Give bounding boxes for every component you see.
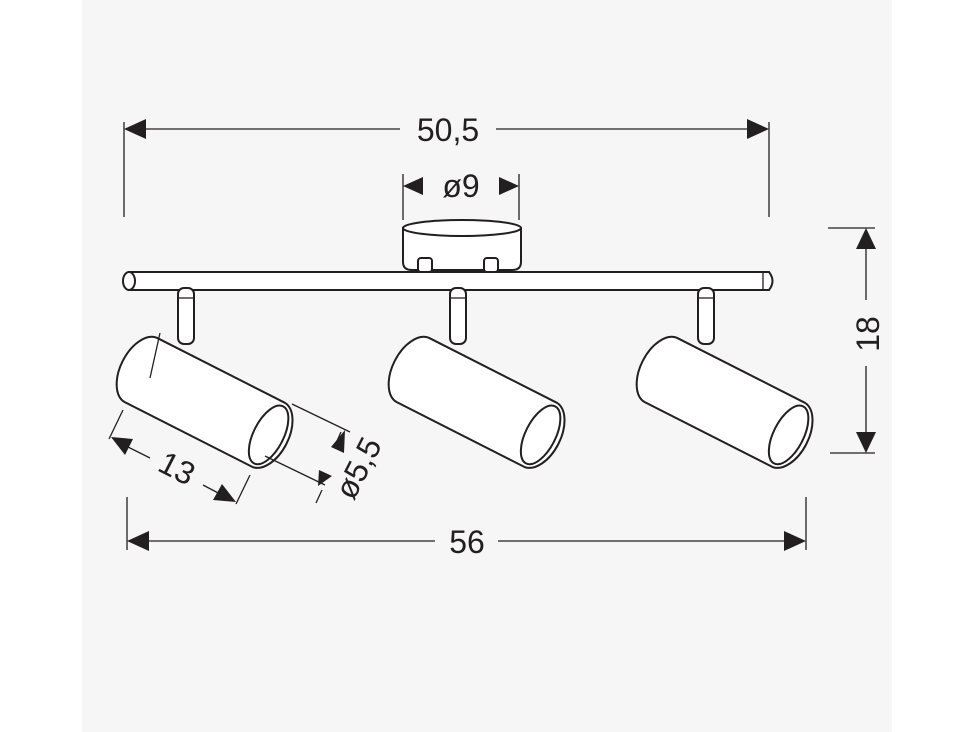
arrowhead-right	[499, 177, 519, 195]
arrowhead-bottom	[318, 470, 332, 486]
arrowhead-left	[111, 437, 133, 455]
ceiling-canopy	[402, 219, 522, 273]
overall-width-label: 56	[449, 524, 485, 560]
arrowhead-right	[747, 119, 769, 139]
dimension-bar-width: 50,5	[123, 112, 770, 217]
spotlight-left	[115, 287, 294, 469]
arrowhead-left	[127, 531, 149, 551]
bar-width-label: 50,5	[417, 112, 479, 148]
dimension-height: 18	[828, 227, 886, 454]
base-diameter-label: ø9	[442, 168, 479, 204]
mounting-rail	[122, 271, 774, 291]
arrowhead-left	[403, 177, 423, 195]
dimension-overall-width: 56	[126, 497, 807, 560]
dimension-base-diameter: ø9	[402, 168, 520, 220]
height-label: 18	[850, 316, 886, 352]
arrowhead-right	[213, 484, 236, 502]
arrowhead-bottom	[856, 432, 876, 453]
arrowhead-top	[331, 430, 345, 453]
spotlight-middle	[387, 287, 566, 469]
arrowhead-right	[784, 531, 806, 551]
background-panel	[82, 0, 892, 732]
arrowhead-left	[124, 119, 146, 139]
ceiling-lamp-drawing	[115, 219, 814, 469]
spotlight-right	[635, 287, 814, 469]
arrowhead-top	[856, 228, 876, 249]
